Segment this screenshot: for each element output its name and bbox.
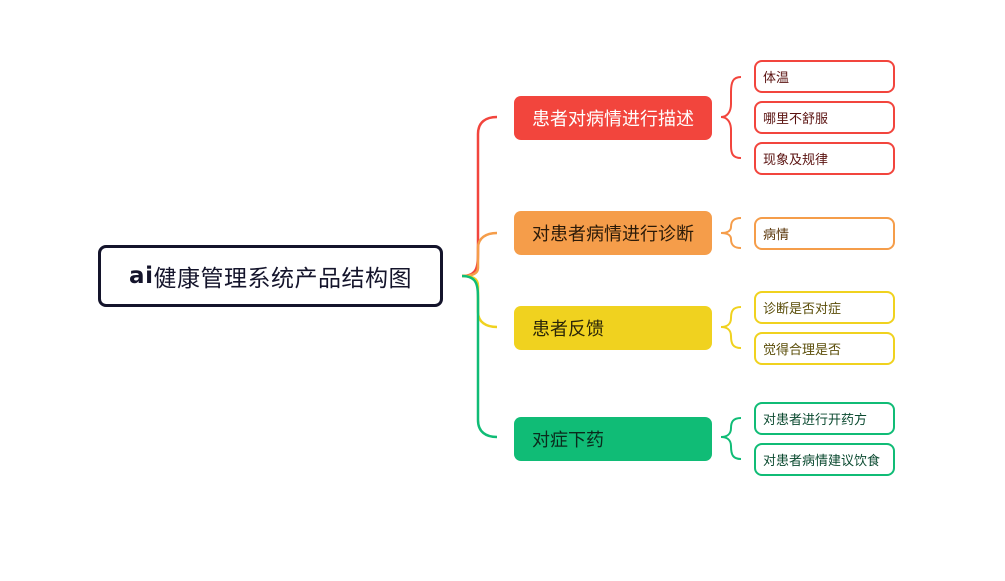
- connector-root-to-branch-4: [461, 274, 498, 439]
- root-node-prefix: ai: [129, 263, 154, 289]
- bracket-branch-1: [720, 76, 742, 159]
- bracket-branch-2: [720, 217, 742, 249]
- leaf-node[interactable]: 现象及规律: [754, 142, 895, 175]
- branch-node-3[interactable]: 患者反馈: [514, 306, 712, 350]
- leaf-node-label: 诊断是否对症: [763, 302, 842, 317]
- connector-root-to-branch-1: [461, 115, 498, 278]
- bracket-branch-4: [720, 417, 742, 460]
- leaf-node-label: 病情: [763, 228, 790, 243]
- bracket-branch-3: [720, 306, 742, 349]
- leaf-node-label: 觉得合理是否: [763, 343, 842, 358]
- leaf-node[interactable]: 病情: [754, 217, 895, 250]
- connector-root-to-branch-2: [461, 231, 498, 278]
- leaf-node[interactable]: 哪里不舒服: [754, 101, 895, 134]
- leaf-node[interactable]: 对患者进行开药方: [754, 402, 895, 435]
- connector-root-to-branch-3: [461, 274, 498, 329]
- leaf-node-label: 哪里不舒服: [763, 112, 829, 127]
- branch-node-label: 患者对病情进行描述: [532, 109, 694, 130]
- leaf-node-label: 对患者进行开药方: [763, 413, 868, 428]
- leaf-node[interactable]: 体温: [754, 60, 895, 93]
- branch-node-2[interactable]: 对患者病情进行诊断: [514, 211, 712, 255]
- leaf-node[interactable]: 对患者病情建议饮食: [754, 443, 895, 476]
- branch-node-label: 对患者病情进行诊断: [532, 224, 694, 245]
- root-node-title: 健康管理系统产品结构图: [153, 266, 412, 292]
- branch-node-4[interactable]: 对症下药: [514, 417, 712, 461]
- branch-node-1[interactable]: 患者对病情进行描述: [514, 96, 712, 140]
- leaf-node[interactable]: 觉得合理是否: [754, 332, 895, 365]
- leaf-node-label: 体温: [763, 71, 790, 86]
- branch-node-label: 对症下药: [532, 430, 604, 451]
- leaf-node-label: 对患者病情建议饮食: [763, 454, 881, 469]
- leaf-node[interactable]: 诊断是否对症: [754, 291, 895, 324]
- leaf-node-label: 现象及规律: [763, 153, 829, 168]
- branch-node-label: 患者反馈: [532, 319, 604, 340]
